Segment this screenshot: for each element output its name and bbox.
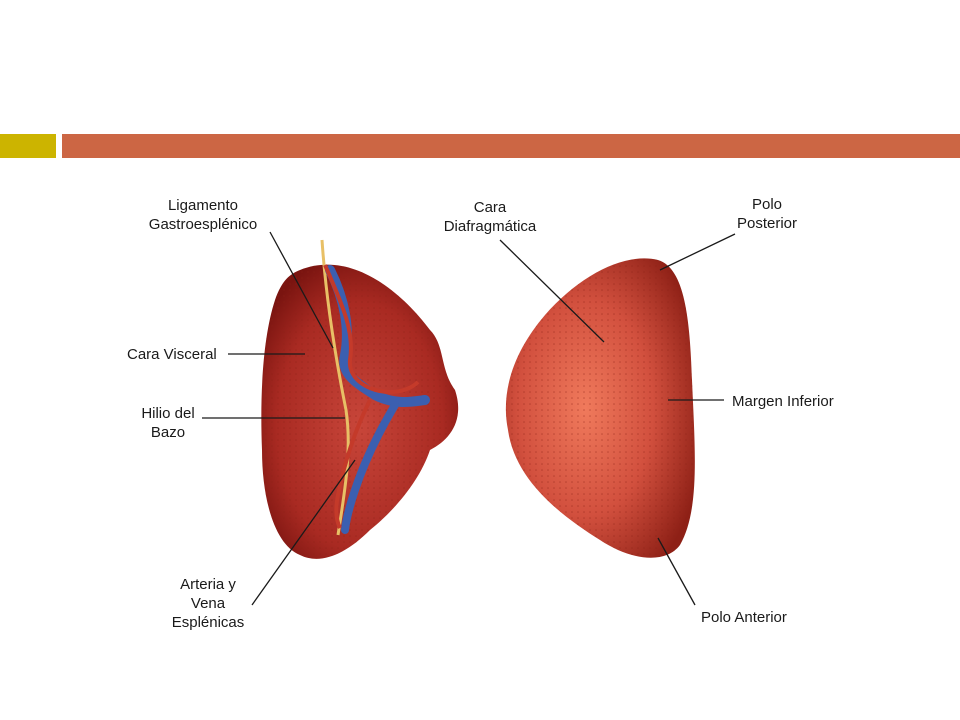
leader-arteria bbox=[251, 459, 356, 606]
title-accent-bar-left bbox=[0, 134, 56, 158]
label-margen-inferior: Margen Inferior bbox=[732, 393, 834, 410]
label-hilio-line2: Bazo bbox=[150, 424, 186, 441]
label-arteria-line2: Vena bbox=[190, 595, 226, 612]
label-polo-post-line1: Polo bbox=[751, 196, 783, 213]
gastrosplenic-ligament bbox=[320, 239, 350, 536]
label-arteria-line1: Arteria y bbox=[180, 576, 236, 593]
label-polo-posterior: Polo Posterior bbox=[728, 195, 806, 233]
spleen-visceral-view bbox=[261, 239, 459, 559]
leader-ligamento bbox=[269, 231, 334, 349]
label-ligamento-line1: Ligamento bbox=[167, 197, 239, 214]
spleen-visceral-texture bbox=[261, 264, 459, 559]
title-accent-bar-right bbox=[62, 134, 960, 158]
label-hilio-line1: Hilio del bbox=[141, 405, 195, 422]
leader-polo-posterior bbox=[659, 233, 736, 271]
label-arteria-vena-esplenicas: Arteria y Vena Esplénicas bbox=[162, 575, 254, 632]
label-ligamento-gastroesplenico: Ligamento Gastroesplénico bbox=[140, 196, 266, 234]
label-cara-visceral: Cara Visceral bbox=[127, 346, 217, 363]
label-hilio-del-bazo: Hilio del Bazo bbox=[132, 404, 204, 442]
label-cara-diaf-line1: Cara bbox=[473, 199, 507, 216]
label-ligamento-line2: Gastroesplénico bbox=[148, 216, 258, 233]
label-polo-anterior: Polo Anterior bbox=[701, 609, 787, 626]
leader-cara-diafragmatica bbox=[499, 239, 605, 343]
label-cara-diafragmatica: Cara Diafragmática bbox=[436, 198, 544, 236]
splenic-artery-lower bbox=[334, 399, 372, 529]
splenic-vein-lower bbox=[341, 401, 399, 534]
label-cara-diaf-line2: Diafragmática bbox=[443, 218, 537, 235]
splenic-artery bbox=[323, 264, 420, 395]
leader-polo-anterior bbox=[657, 537, 696, 606]
label-arteria-line3: Esplénicas bbox=[171, 614, 245, 631]
spleen-diaphragmatic-view bbox=[505, 258, 695, 558]
label-polo-post-line2: Posterior bbox=[736, 215, 798, 232]
spleen-diaphragmatic-texture bbox=[505, 258, 695, 558]
